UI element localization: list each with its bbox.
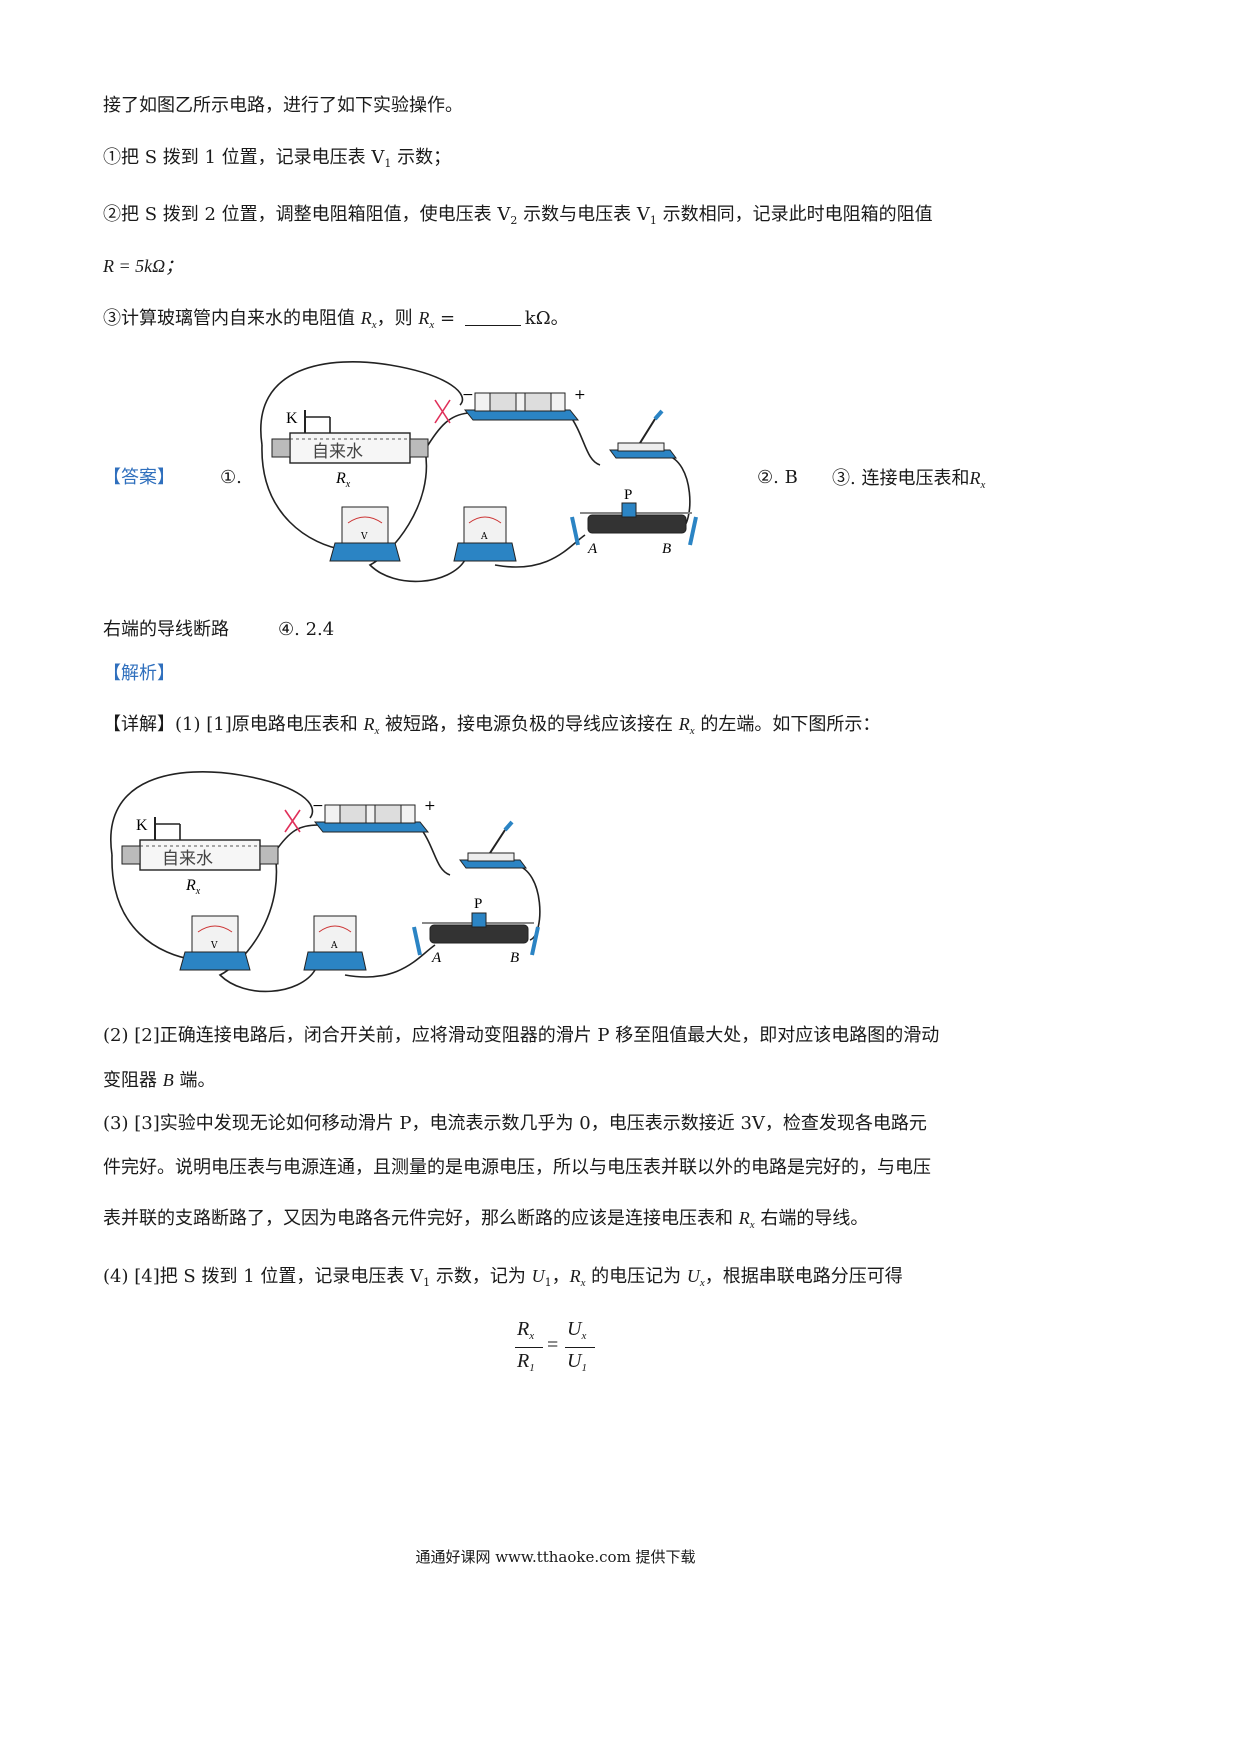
end-a-label-2: A xyxy=(431,950,442,966)
formula-rx: Rx xyxy=(517,1318,535,1342)
cross-mark-2 xyxy=(284,809,301,833)
page-footer: 通通好课网 www.tthaoke.com 提供下载 xyxy=(415,1548,696,1566)
answer-item-2: ②. B xyxy=(757,467,798,488)
step-1: ①把 S 拨到 1 位置，记录电压表 V1 示数； xyxy=(103,147,452,170)
detail-p3-line3: 表并联的支路断路了，又因为电路各元件完好，那么断路的应该是连接电压表和 Rx 右… xyxy=(103,1208,869,1231)
ammeter-2: A xyxy=(303,915,367,971)
voltmeter-2: V xyxy=(179,915,251,971)
formula-r1: R1 xyxy=(517,1350,535,1374)
analysis-tag: 【解析】 xyxy=(103,663,175,684)
battery-2: − + xyxy=(312,798,436,833)
minus-sign: − xyxy=(462,387,474,403)
switch-label: K xyxy=(286,410,298,427)
detail-p2-line1: (2) [2]正确连接电路后，闭合开关前，应将滑动变阻器的滑片 P 移至阻值最大… xyxy=(103,1025,940,1046)
formula-ux: Ux xyxy=(567,1318,587,1342)
formula-equals: = xyxy=(547,1334,559,1356)
circuit-diagram-answer: K 自来水 Rx − + P A B V xyxy=(259,361,698,583)
rheostat: P A B xyxy=(570,487,698,557)
knife-switch xyxy=(609,409,677,459)
end-b-label: B xyxy=(662,541,671,557)
ratio-formula: Rx R1 = Ux U1 xyxy=(515,1318,605,1382)
tube-label: 自来水 xyxy=(312,442,363,462)
minus-sign-2: − xyxy=(312,798,324,814)
answer-item-3: ③. 连接电压表和Rx xyxy=(832,468,986,491)
voltmeter: V xyxy=(329,506,401,562)
tube-label-2: 自来水 xyxy=(162,849,213,869)
voltmeter-label: V xyxy=(360,532,368,542)
water-tube: K 自来水 Rx xyxy=(271,410,429,490)
ammeter-label-2: A xyxy=(330,941,338,951)
voltmeter-label-2: V xyxy=(210,941,218,951)
step-3: ③计算玻璃管内自来水的电阻值 Rx，则 Rx = kΩ。 xyxy=(103,308,569,331)
detail-p1: 【详解】(1) [1]原电路电压表和 Rx 被短路，接电源负极的导线应该接在 R… xyxy=(103,714,881,737)
rheostat-2: P A B xyxy=(412,896,540,966)
circuit-diagram-analysis: K 自来水 Rx − + P A B V A xyxy=(109,771,541,993)
end-b-label-2: B xyxy=(510,950,519,966)
answer-item-1: ①. xyxy=(220,467,242,488)
ammeter: A xyxy=(453,506,517,562)
detail-p3-line1: (3) [3]实验中发现无论如何移动滑片 P，电流表示数几乎为 0，电压表示数接… xyxy=(103,1113,927,1134)
rx-label: Rx xyxy=(335,470,351,490)
fraction-bar-left xyxy=(515,1347,543,1349)
switch-label-2: K xyxy=(136,817,148,834)
intro-text: 接了如图乙所示电路，进行了如下实验操作。 xyxy=(103,95,463,116)
formula-u1: U1 xyxy=(567,1350,587,1374)
detail-p4: (4) [4]把 S 拨到 1 位置，记录电压表 V1 示数，记为 U1，Rx … xyxy=(103,1266,903,1289)
detail-p3-line2: 件完好。说明电压表与电源连通，且测量的是电源电压，所以与电压表并联以外的电路是完… xyxy=(103,1157,931,1178)
answer-item-3-cont: 右端的导线断路 xyxy=(103,619,229,640)
detail-p2-line2: 变阻器 B 端。 xyxy=(103,1070,216,1091)
answer-item-4: ④. 2.4 xyxy=(278,619,335,640)
ammeter-label: A xyxy=(480,532,488,542)
answer-blank xyxy=(464,309,521,326)
slider-p-label-2: P xyxy=(474,896,482,912)
knife-switch-2 xyxy=(459,820,527,869)
answer-tag: 【答案】 xyxy=(103,467,175,488)
step-2-resistance: R = 5kΩ； xyxy=(103,256,184,276)
battery: − + xyxy=(462,387,586,421)
cross-mark xyxy=(434,399,451,424)
plus-sign-2: + xyxy=(424,798,436,814)
plus-sign: + xyxy=(574,387,586,403)
slider-p-label: P xyxy=(624,487,632,503)
step-2: ②把 S 拨到 2 位置，调整电阻箱阻值，使电压表 V2 示数与电压表 V1 示… xyxy=(103,204,933,227)
water-tube-2: K 自来水 Rx xyxy=(121,817,279,897)
rx-label-2: Rx xyxy=(185,877,201,897)
end-a-label: A xyxy=(587,541,598,557)
fraction-bar-right xyxy=(565,1347,595,1349)
